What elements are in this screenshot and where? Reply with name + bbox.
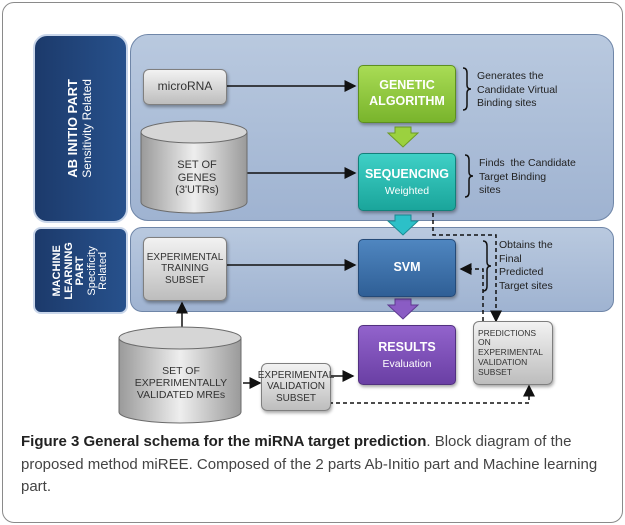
results-sub: Evaluation — [382, 358, 432, 371]
machine-learning-label: MACHINE LEARNING PART Specificity Relate… — [33, 227, 128, 314]
genetic-annotation: Generates the Candidate Virtual Binding … — [477, 70, 607, 111]
sequencing-box: SEQUENCING Weighted — [358, 153, 456, 211]
genes-cylinder — [140, 120, 248, 214]
mres-label: SET OF EXPERIMENTALLY VALIDATED MREs — [121, 355, 241, 411]
mres-line1: SET OF — [162, 364, 200, 377]
validation-line1: EXPERIMENTAL — [257, 369, 335, 381]
genes-label: SET OF GENES (3'UTRs) — [161, 155, 233, 201]
dashed-predictions-to-svm — [459, 263, 484, 321]
genes-line2: GENES — [177, 171, 217, 184]
training-line1: EXPERIMENTAL — [146, 251, 224, 263]
genetic-note-line2: Candidate Virtual — [477, 83, 558, 96]
sequencing-annotation: Finds the Candidate Target Binding sites — [479, 157, 611, 198]
results-main: RESULTS — [378, 339, 436, 354]
results-box: RESULTS Evaluation — [358, 325, 456, 385]
mres-line3: VALIDATED MREs — [136, 389, 226, 402]
genes-line1: SET OF — [177, 159, 217, 172]
bracket-sequencing — [464, 154, 474, 198]
sequencing-main: SEQUENCING — [364, 166, 450, 181]
figure-caption: Figure 3 General schema for the miRNA ta… — [21, 431, 617, 499]
svm-note-line4: Target sites — [499, 279, 553, 292]
svm-note-line1: Obtains the — [499, 239, 553, 251]
sequencing-note-line3: sites — [479, 184, 501, 197]
predictions-box: PREDICTIONS ON EXPERIMENTAL VALIDATION S… — [473, 321, 553, 385]
caption-figure-label: Figure 3 General schema for the miRNA ta… — [21, 433, 427, 450]
dashed-validation-to-predictions — [329, 384, 535, 404]
mres-line2: EXPERIMENTALLY — [134, 376, 228, 389]
svm-note-line2: Final — [499, 252, 522, 265]
down-arrow-genetic-to-sequencing — [386, 126, 420, 148]
down-arrow-svm-to-results — [386, 298, 420, 320]
mres-cylinder — [118, 326, 242, 424]
sequencing-note-line2: Target Binding — [479, 170, 547, 183]
microrna-box: microRNA — [143, 69, 227, 105]
genetic-note-line3: Binding sites — [477, 97, 537, 110]
svm-note-line3: Predicted — [499, 266, 544, 279]
training-subset-box: EXPERIMENTAL TRAINING SUBSET — [143, 237, 227, 301]
validation-line2: VALIDATION — [267, 381, 325, 393]
bracket-svm — [482, 240, 492, 292]
predictions-line4: SUBSET — [478, 366, 513, 377]
svm-label: SVM — [393, 260, 421, 275]
genetic-line2: ALGORITHM — [369, 94, 445, 108]
caption-text: . Block diagram of the proposed method m… — [21, 433, 598, 495]
validation-subset-box: EXPERIMENTAL VALIDATION SUBSET — [258, 363, 334, 411]
microrna-label: microRNA — [157, 79, 213, 94]
sequencing-sub: Weighted — [384, 185, 430, 198]
down-arrow-sequencing-to-svm — [386, 214, 420, 236]
dashed-sequencing-to-predictions — [432, 213, 502, 323]
svm-box: SVM — [358, 239, 456, 297]
validation-line3: SUBSET — [275, 392, 316, 404]
predictions-line1: PREDICTIONS — [478, 327, 537, 338]
training-line3: SUBSET — [164, 274, 205, 286]
training-line2: TRAINING — [161, 263, 209, 275]
genetic-note-line1: Generates the — [477, 70, 544, 82]
genes-line3: (3'UTRs) — [175, 184, 219, 197]
bracket-genetic — [462, 67, 472, 111]
sequencing-note-line1: Finds the Candidate — [479, 157, 576, 169]
genetic-line1: GENETIC — [379, 78, 435, 93]
predictions-line2: ON EXPERIMENTAL — [478, 337, 544, 358]
genetic-algorithm-box: GENETIC ALGORITHM — [358, 65, 456, 123]
connectors — [176, 67, 535, 404]
ab-initio-label: AB INITIO PART Sensitivity Related — [33, 34, 128, 223]
predictions-line3: VALIDATION — [478, 356, 528, 367]
svm-annotation: Obtains the Final Predicted Target sites — [499, 239, 609, 294]
